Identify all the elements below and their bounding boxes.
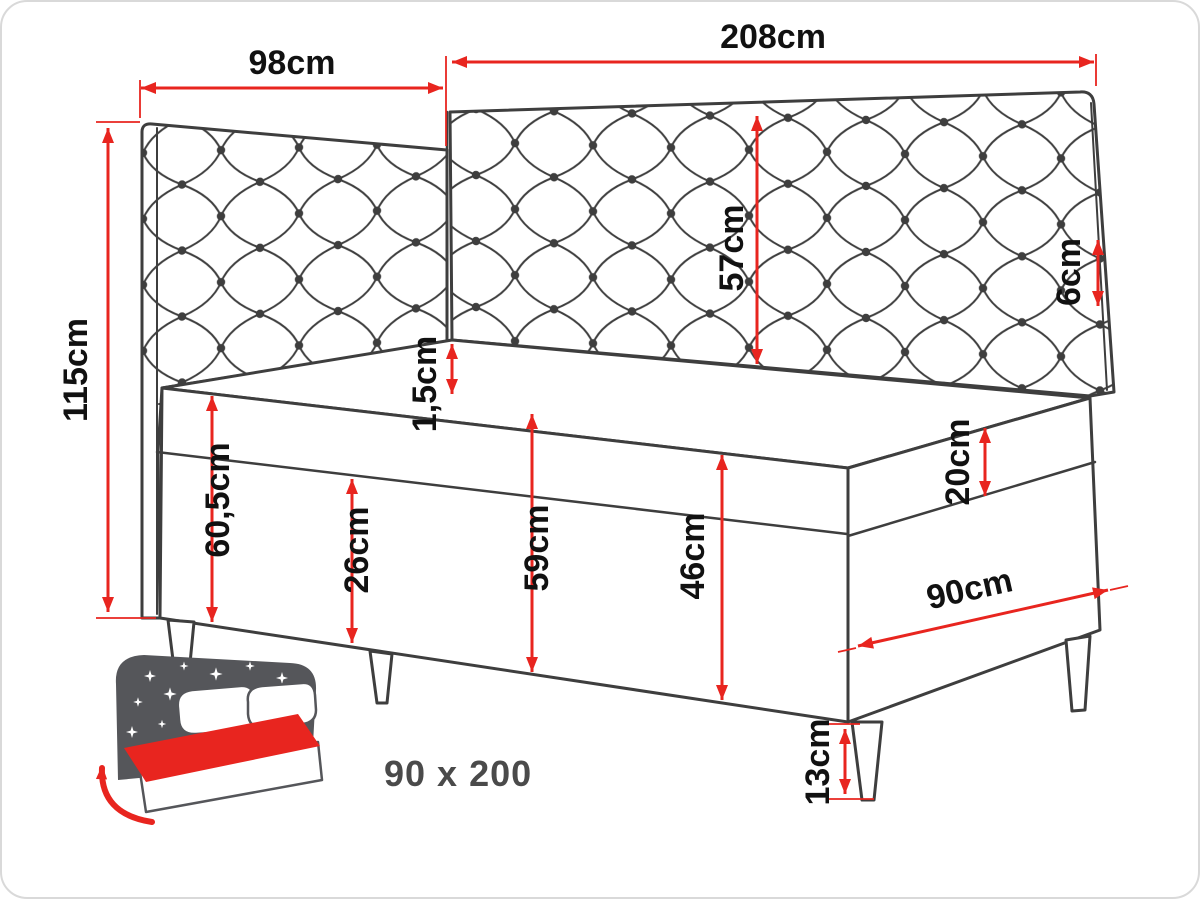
dim-box-band-height: 26cm (338, 479, 376, 643)
dimension-annotations: 98cm 208cm 115cm 57cm 6cm 1,5cm 60, (57, 18, 1129, 806)
dim-back-panel-width: 208cm (452, 18, 1097, 86)
mattress-height-label: 20cm (939, 419, 977, 506)
dim-head-end-height: 60,5cm (199, 396, 237, 622)
mattress-size-label: 90 x 200 (384, 753, 532, 794)
dim-panel-thickness: 6cm (1050, 238, 1104, 306)
front-middle-leg (368, 649, 394, 705)
back-right-leg (1064, 634, 1092, 713)
dim-panel-above-mattress: 57cm (713, 116, 763, 364)
panel-thickness-label: 6cm (1050, 238, 1088, 306)
front-right-leg (850, 720, 884, 802)
headboard-side-panel (140, 122, 449, 620)
mattress-icon (124, 714, 320, 782)
storage-bed-icon (95, 655, 324, 825)
headboard-back-panel (445, 90, 1116, 398)
dim-side-panel-width: 98cm (139, 44, 447, 146)
front-face-seam (155, 450, 849, 536)
dim-headboard-height: 115cm (57, 121, 156, 619)
foot-face-seam (846, 460, 1097, 538)
back-panel-width-label: 208cm (720, 18, 826, 56)
dim-foot-end-height: 46cm (674, 455, 728, 700)
bed-line-drawing (140, 90, 1116, 802)
topper-thickness-label: 1,5cm (406, 336, 444, 432)
head-end-height-label: 60,5cm (199, 442, 237, 557)
side-panel-width-label: 98cm (249, 44, 336, 82)
dim-base-height: 59cm (518, 414, 556, 672)
lift-arrow-icon (95, 765, 155, 825)
box-band-height-label: 26cm (338, 507, 376, 594)
dim-mattress-height: 20cm (939, 419, 991, 506)
foot-end-height-label: 46cm (674, 513, 712, 600)
dim-topper-thickness: 1,5cm (406, 336, 458, 432)
dim-leg-height: 13cm (799, 719, 874, 806)
base-height-label: 59cm (518, 505, 556, 592)
panel-above-mattress-label: 57cm (713, 205, 751, 292)
headboard-height-label: 115cm (57, 318, 95, 422)
leg-height-label: 13cm (799, 719, 837, 806)
